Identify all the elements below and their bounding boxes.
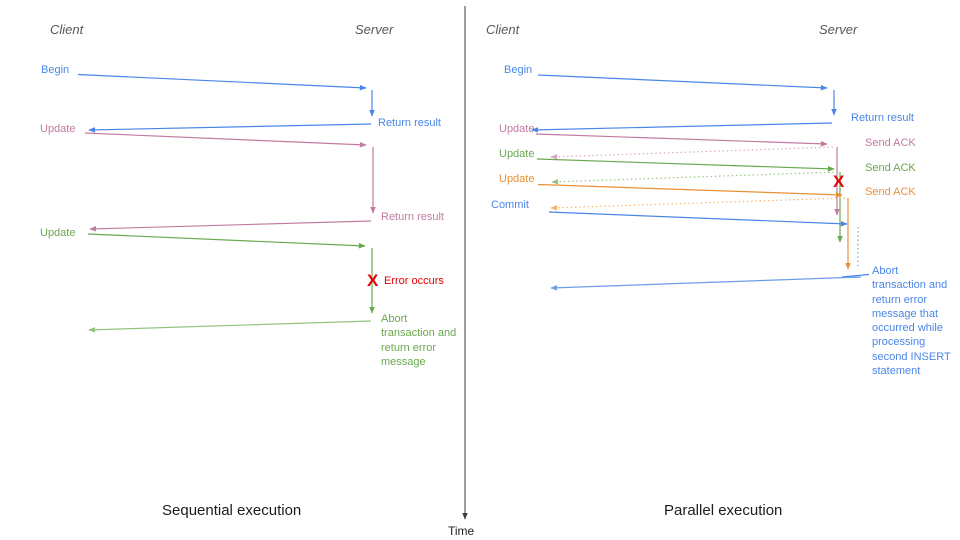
right-panel-arrows <box>531 74 870 291</box>
left-return-result-2-label: Return result <box>381 211 444 223</box>
right-update-3-label: Update <box>499 173 535 185</box>
right-commit-label: Commit <box>491 199 529 211</box>
left-begin-label: Begin <box>41 64 70 76</box>
left-server-label: Server <box>355 22 394 37</box>
left-client-label: Client <box>50 22 84 37</box>
right-caption: Parallel execution <box>664 502 783 519</box>
right-error-x-icon: X <box>833 172 845 191</box>
right-abort-note: Abort transaction and return error messa… <box>872 265 951 378</box>
right-return-result-label: Return result <box>851 112 914 124</box>
left-update-1-label: Update <box>40 123 76 135</box>
right-send-ack-2-label: Send ACK <box>865 162 916 174</box>
right-client-label: Client <box>486 22 520 37</box>
left-caption: Sequential execution <box>162 502 302 519</box>
right-server-label: Server <box>819 22 858 37</box>
left-update-2-label: Update <box>40 227 76 239</box>
left-return-result-1-label: Return result <box>378 117 441 129</box>
time-axis-label: Time <box>448 524 475 538</box>
right-send-ack-1-label: Send ACK <box>865 137 916 149</box>
left-error-occurs-label: Error occurs <box>384 275 444 287</box>
right-begin-label: Begin <box>504 64 533 76</box>
left-error-x-icon: X <box>367 271 379 290</box>
left-panel-arrows <box>77 73 376 333</box>
right-update-1-label: Update <box>499 123 535 135</box>
right-update-2-label: Update <box>499 148 535 160</box>
left-abort-note: Abort transaction and return error messa… <box>381 313 457 368</box>
right-send-ack-3-label: Send ACK <box>865 186 916 198</box>
